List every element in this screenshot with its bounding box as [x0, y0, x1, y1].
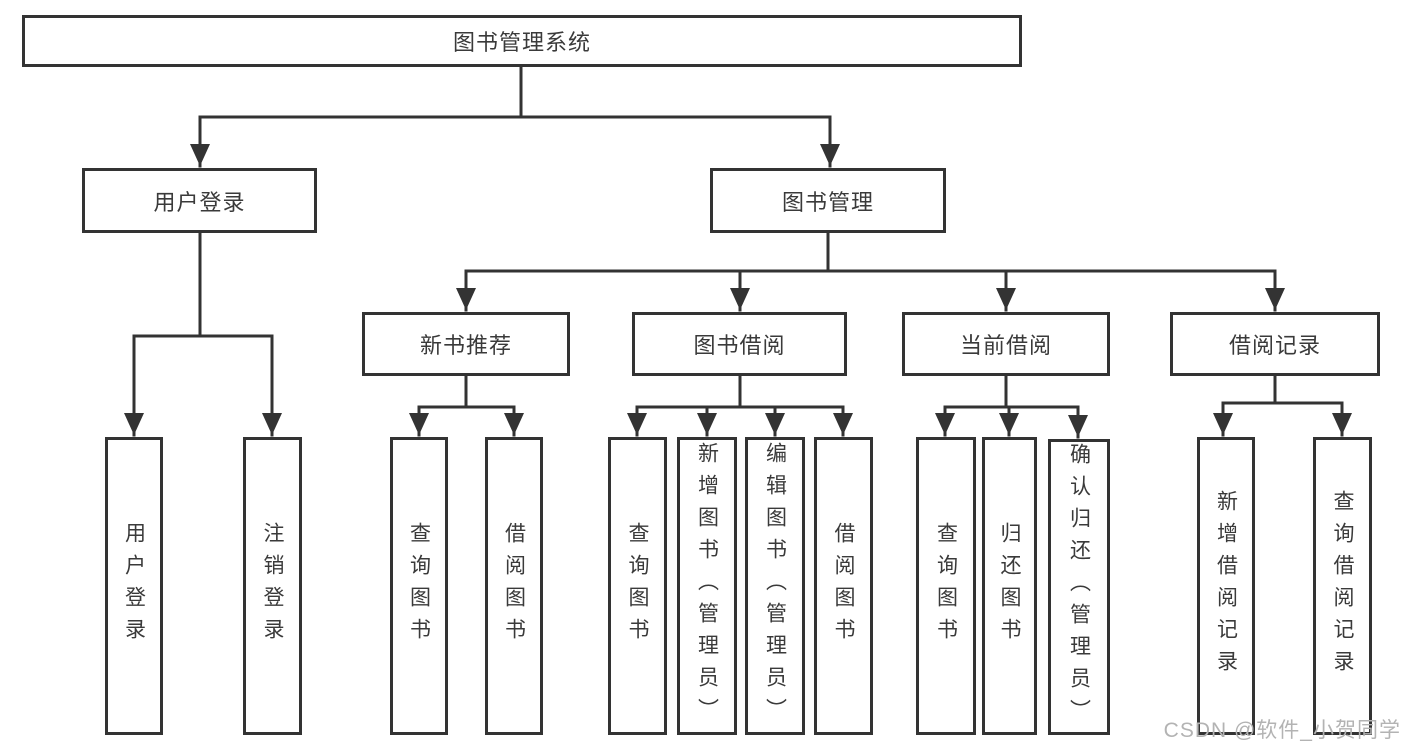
node-leaf-records-query-record: 查询借阅记录 [1313, 437, 1372, 735]
node-leaf-current-return-books: 归还图书 [982, 437, 1037, 735]
node-label: 注销登录 [261, 522, 284, 650]
node-leaf-current-query-books: 查询图书 [916, 437, 976, 735]
node-label: 新增图书（管理员） [695, 442, 719, 730]
node-leaf-current-confirm-return: 确认归还（管理员） [1048, 439, 1110, 735]
node-library-management-system: 图书管理系统 [22, 15, 1022, 67]
node-label: 新书推荐 [419, 333, 512, 358]
csdn-watermark: CSDN @软件_小贺同学 [1163, 719, 1401, 742]
node-leaf-logout: 注销登录 [243, 437, 302, 735]
node-leaf-borrowing-edit-books: 编辑图书（管理员） [745, 437, 805, 735]
node-borrowing-records: 借阅记录 [1170, 312, 1380, 376]
node-label: 查询图书 [626, 522, 649, 650]
node-label: 新增借阅记录 [1214, 490, 1238, 682]
node-leaf-user-login: 用户登录 [105, 437, 163, 735]
node-label: 图书管理 [781, 189, 874, 215]
node-label: 图书借阅 [693, 333, 786, 358]
node-leaf-borrowing-query-books: 查询图书 [608, 437, 667, 735]
node-book-borrowing: 图书借阅 [632, 312, 847, 376]
node-label: 确认归还（管理员） [1067, 443, 1091, 731]
node-label: 借阅图书 [832, 522, 855, 650]
node-label: 用户登录 [122, 522, 146, 650]
node-label: 查询图书 [934, 522, 958, 650]
node-label: 借阅图书 [502, 522, 526, 650]
node-label: 编辑图书（管理员） [763, 442, 787, 730]
node-leaf-recommend-query-books: 查询图书 [390, 437, 448, 735]
node-leaf-records-add-record: 新增借阅记录 [1197, 437, 1255, 735]
node-leaf-recommend-borrow-books: 借阅图书 [485, 437, 543, 735]
node-label: 查询借阅记录 [1331, 490, 1354, 682]
node-label: 归还图书 [998, 522, 1021, 650]
node-label: 图书管理系统 [452, 30, 591, 55]
node-current-borrowing: 当前借阅 [902, 312, 1110, 376]
node-leaf-borrowing-borrow-books: 借阅图书 [814, 437, 873, 735]
node-label: 当前借阅 [959, 333, 1052, 358]
node-user-login: 用户登录 [82, 168, 317, 233]
node-book-management: 图书管理 [710, 168, 946, 233]
node-new-book-recommend: 新书推荐 [362, 312, 570, 376]
node-label: 用户登录 [153, 189, 246, 215]
node-label: 查询图书 [407, 522, 431, 650]
node-label: 借阅记录 [1228, 333, 1321, 358]
node-leaf-borrowing-add-books: 新增图书（管理员） [677, 437, 737, 735]
